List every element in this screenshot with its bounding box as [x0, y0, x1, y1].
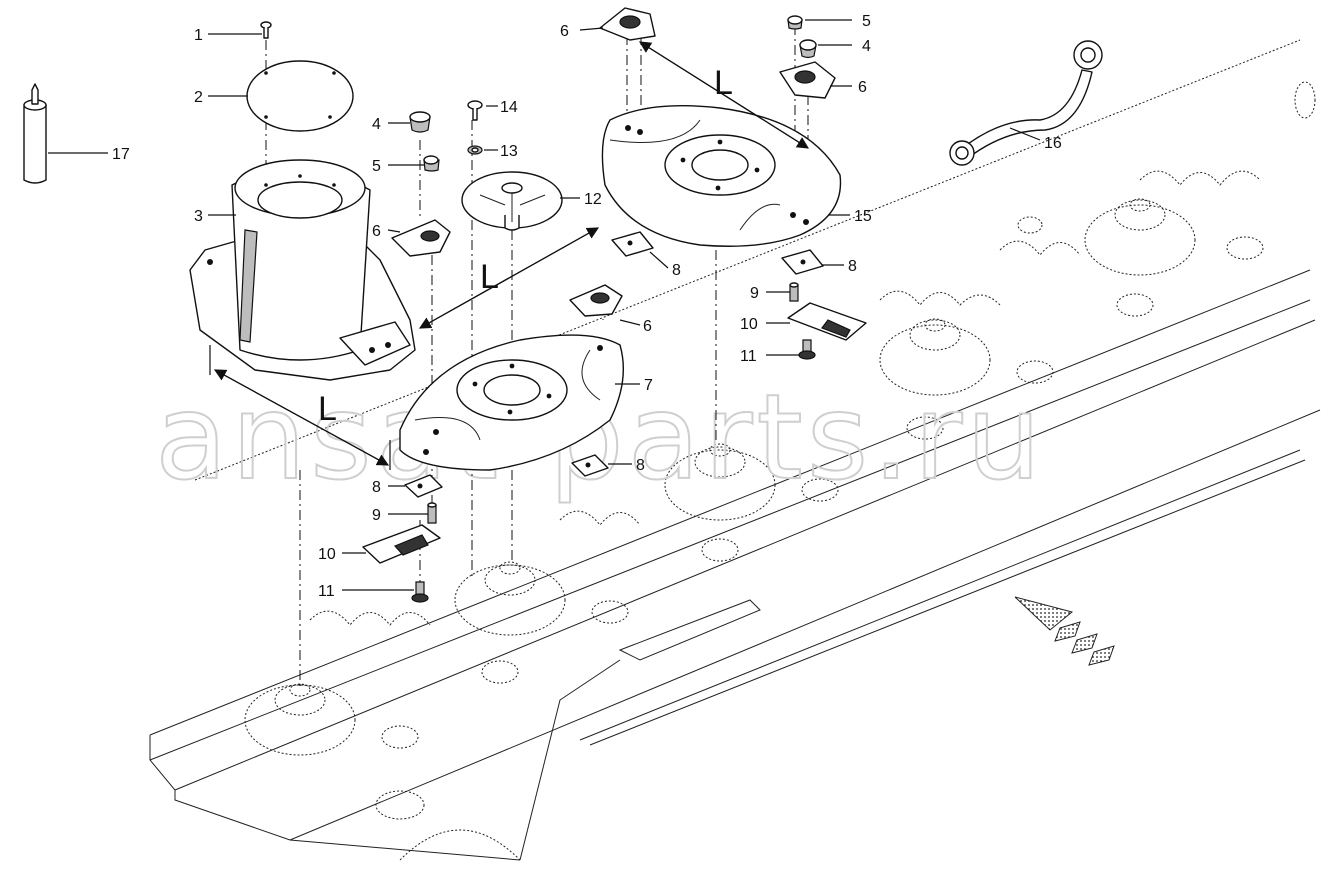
- callout-16: 16: [1044, 135, 1062, 152]
- callout-14: 14: [500, 99, 518, 116]
- washer-part-5-right: [787, 15, 803, 30]
- ring-spanner: [949, 40, 1103, 166]
- knife-holder-part-8-d: [781, 249, 824, 275]
- disc-hub-4: [879, 318, 991, 396]
- knife-holder-part-8-b: [571, 454, 609, 477]
- cutter-bar-frame: [149, 39, 1321, 861]
- callout-6-center: 6: [643, 318, 652, 335]
- bolt-part-9-left: [427, 502, 437, 524]
- dimension-label-lower: L: [318, 390, 337, 428]
- small-bearing-circles: [375, 81, 1316, 820]
- holder-part-6-center: [569, 284, 623, 317]
- holder-part-6-right: [779, 61, 836, 99]
- washer-part-13: [467, 145, 483, 155]
- callout-9-left: 9: [372, 507, 381, 524]
- callout-3: 3: [194, 208, 203, 225]
- cutting-disc-part-7: [399, 334, 625, 471]
- bolt-part-9-right: [789, 282, 799, 302]
- disc-hub-3: [664, 443, 776, 521]
- callout-6-left: 6: [372, 223, 381, 240]
- dimension-lines: L L L: [209, 41, 810, 470]
- callout-11-left: 11: [318, 583, 335, 600]
- callout-8-lower-left: 8: [372, 479, 381, 496]
- callout-6-top: 6: [560, 23, 569, 40]
- knife-part-10-right: [787, 302, 867, 341]
- nut-part-4-left: [409, 111, 431, 133]
- callout-1: 1: [194, 27, 203, 44]
- cap-plate-part-2: [246, 60, 354, 132]
- callout-numbers: 1 2 3 4 5 6 17 14 13 12 6 5 4 6 16 15 8 …: [112, 13, 1062, 600]
- callout-6-right: 6: [858, 79, 867, 96]
- callout-13: 13: [500, 143, 518, 160]
- grease-tube: [23, 83, 47, 184]
- callout-8-upper-right: 8: [848, 258, 857, 275]
- callout-8-lower-right: 8: [636, 457, 645, 474]
- callout-5-right: 5: [862, 13, 871, 30]
- knife-part-10-left: [362, 524, 441, 564]
- holder-part-6-top: [599, 7, 656, 41]
- holder-part-6-left: [391, 219, 451, 257]
- bolt-part-11-left: [411, 581, 429, 603]
- bolt-part-11-right: [798, 339, 816, 360]
- disc-hub-2: [454, 561, 566, 636]
- travel-direction-arrow: [1014, 596, 1115, 666]
- callout-12: 12: [584, 191, 602, 208]
- callout-17: 17: [112, 146, 130, 163]
- leader-lines: [48, 19, 1041, 591]
- knife-holder-part-8-a: [404, 474, 443, 498]
- dimension-label-upper: L: [714, 64, 733, 102]
- callout-11-right: 11: [740, 348, 757, 365]
- callout-10-right: 10: [740, 316, 758, 333]
- cone-cap-part-12: [461, 171, 563, 231]
- callout-5-left: 5: [372, 158, 381, 175]
- callout-9-right: 9: [750, 285, 759, 302]
- washer-part-5-left: [423, 155, 440, 172]
- bolt-part-14: [467, 100, 483, 121]
- conical-drum-part-3: [189, 159, 416, 381]
- disc-hub-5: [1084, 198, 1196, 276]
- cutting-disc-part-15: [601, 105, 842, 247]
- callout-10-left: 10: [318, 546, 336, 563]
- nut-part-4-right: [799, 39, 817, 59]
- callout-8-upper-left: 8: [672, 262, 681, 279]
- dimension-label-middle: L: [480, 258, 499, 296]
- callout-2: 2: [194, 89, 203, 106]
- screw-part-1: [260, 21, 272, 39]
- disc-hub-1: [244, 683, 356, 756]
- callout-15: 15: [854, 208, 872, 225]
- callout-4-left: 4: [372, 116, 381, 133]
- callout-4-right: 4: [862, 38, 871, 55]
- callout-7: 7: [644, 377, 653, 394]
- knife-holder-part-8-c: [611, 231, 654, 257]
